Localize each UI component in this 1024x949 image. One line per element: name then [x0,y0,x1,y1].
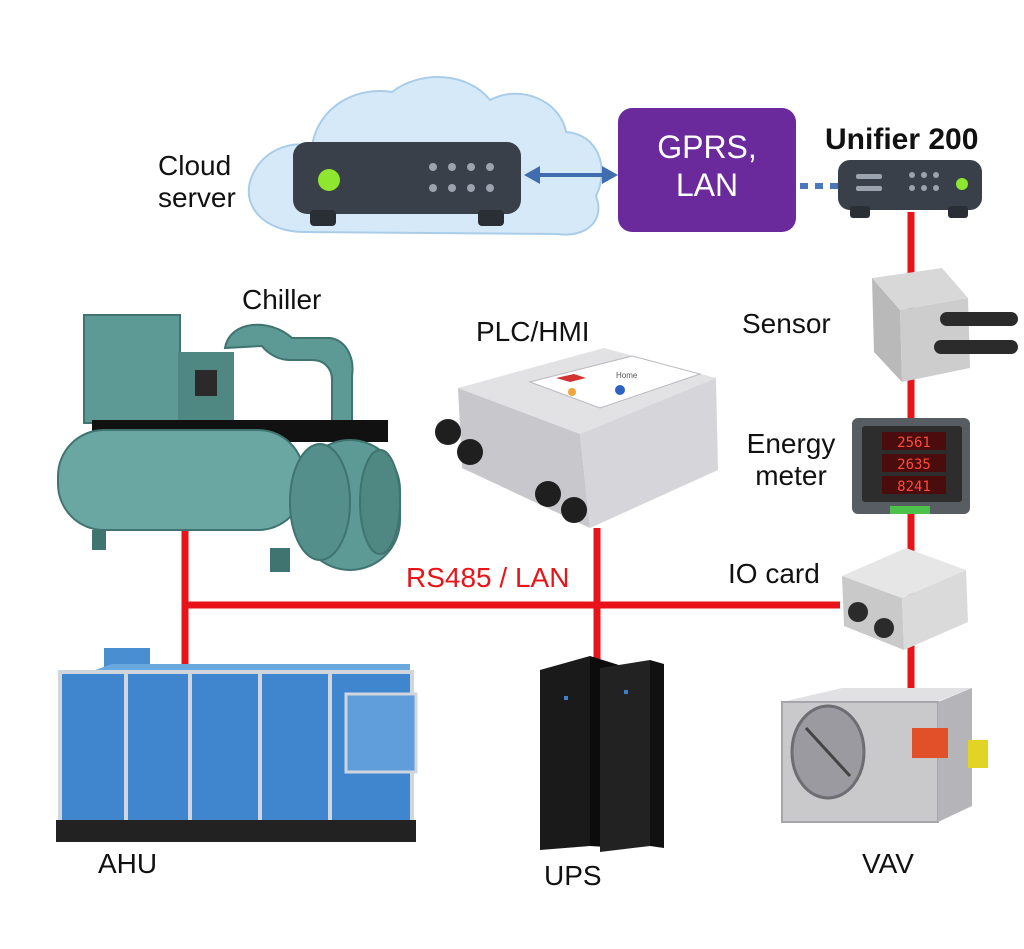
plc-hmi-label: PLC/HMI [476,316,590,347]
svg-text:2561: 2561 [897,435,931,451]
energy-meter-label: Energy meter [746,428,836,492]
chiller-label: Chiller [242,284,322,315]
io-card-icon [842,548,968,650]
gateway-label: GPRS, LAN [657,129,757,204]
unifier-label: Unifier 200 [825,123,979,156]
bus-label: RS485 / LAN [406,562,570,593]
ahu-icon [56,648,418,842]
vav-label: VAV [862,848,914,879]
cloud-server-icon [293,142,521,226]
ups-icon [540,656,664,852]
plc-hmi-icon: Home [435,348,718,528]
svg-text:8241: 8241 [897,479,931,495]
vav-icon [781,688,988,823]
gateway-box [618,108,796,232]
svg-text:2635: 2635 [897,457,931,473]
io-card-label: IO card [728,558,820,589]
double-arrow-icon [524,166,618,184]
unifier-device-icon [838,160,982,218]
ups-label: UPS [544,860,602,891]
sensor-label: Sensor [742,308,831,339]
cloud-server-label: Cloud server [158,150,236,214]
hmi-screen-title: Home [616,371,638,380]
ahu-label: AHU [98,848,158,879]
energy-meter-icon: 2561 2635 8241 [852,418,970,514]
sensor-icon [872,268,1018,382]
chiller-icon [57,314,401,572]
